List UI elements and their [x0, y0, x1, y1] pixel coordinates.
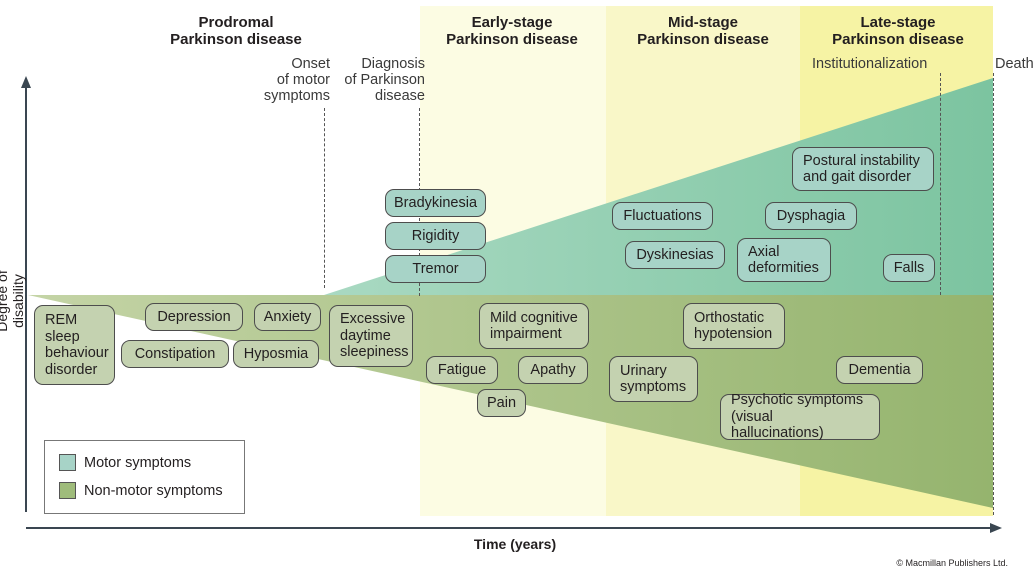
credit-text: © Macmillan Publishers Ltd. — [896, 558, 1008, 568]
legend-label-motor: Motor symptoms — [84, 454, 192, 471]
symptom-excessive-daytime-sleepiness: Excessive daytime sleepiness — [329, 305, 413, 367]
death-label: Death — [995, 56, 1033, 72]
symptom-dyskinesias: Dyskinesias — [625, 241, 725, 269]
symptom-mild-cognitive-impairment: Mild cognitive impairment — [479, 303, 589, 349]
symptom-rem-sleep-disorder: REM sleep behaviour disorder — [34, 305, 115, 385]
x-axis-label: Time (years) — [473, 536, 557, 552]
symptom-orthostatic-hypotension: Orthostatic hypotension — [683, 303, 785, 349]
symptom-falls: Falls — [883, 254, 935, 282]
symptom-dysphagia: Dysphagia — [765, 202, 857, 230]
symptom-postural-instability: Postural instability and gait disorder — [792, 147, 934, 191]
y-axis-label: Degree of disability — [0, 270, 26, 332]
symptom-pain: Pain — [477, 389, 526, 417]
symptom-constipation: Constipation — [121, 340, 229, 368]
symptom-psychotic: Psychotic symptoms (visual hallucination… — [720, 392, 880, 441]
symptom-fatigue: Fatigue — [426, 356, 498, 384]
legend: Motor symptoms Non-motor symptoms — [44, 440, 245, 514]
y-axis-arrow-icon — [21, 76, 31, 88]
symptom-rigidity: Rigidity — [385, 222, 486, 250]
legend-item-motor: Motor symptoms — [59, 454, 191, 471]
x-axis-arrow-icon — [990, 523, 1002, 533]
nonmotor-swatch — [59, 482, 76, 499]
symptom-tremor: Tremor — [385, 255, 486, 283]
symptom-hyposmia: Hyposmia — [233, 340, 319, 368]
death-marker-line — [993, 73, 994, 515]
motor-swatch — [59, 454, 76, 471]
symptom-axial-deformities: Axial deformities — [737, 238, 831, 282]
symptom-dementia: Dementia — [836, 356, 923, 384]
stage-title-late: Late-stage Parkinson disease — [832, 14, 964, 48]
symptom-urinary: Urinary symptoms — [609, 356, 698, 402]
symptom-anxiety: Anxiety — [254, 303, 321, 331]
onset-marker-line — [324, 108, 325, 288]
stage-title-prodromal: Prodromal Parkinson disease — [170, 14, 302, 48]
institutionalization-marker-line — [940, 73, 941, 295]
diagnosis-label: Diagnosis of Parkinson disease — [344, 56, 425, 104]
legend-item-nonmotor: Non-motor symptoms — [59, 482, 223, 499]
symptom-depression: Depression — [145, 303, 243, 331]
institutionalization-label: Institutionalization — [812, 56, 928, 72]
legend-label-nonmotor: Non-motor symptoms — [84, 482, 223, 499]
symptom-bradykinesia: Bradykinesia — [385, 189, 486, 217]
stage-title-early: Early-stage Parkinson disease — [446, 14, 578, 48]
stage-title-mid: Mid-stage Parkinson disease — [637, 14, 769, 48]
symptom-apathy: Apathy — [518, 356, 588, 384]
onset-label: Onset of motor symptoms — [263, 56, 330, 104]
symptom-fluctuations: Fluctuations — [612, 202, 713, 230]
